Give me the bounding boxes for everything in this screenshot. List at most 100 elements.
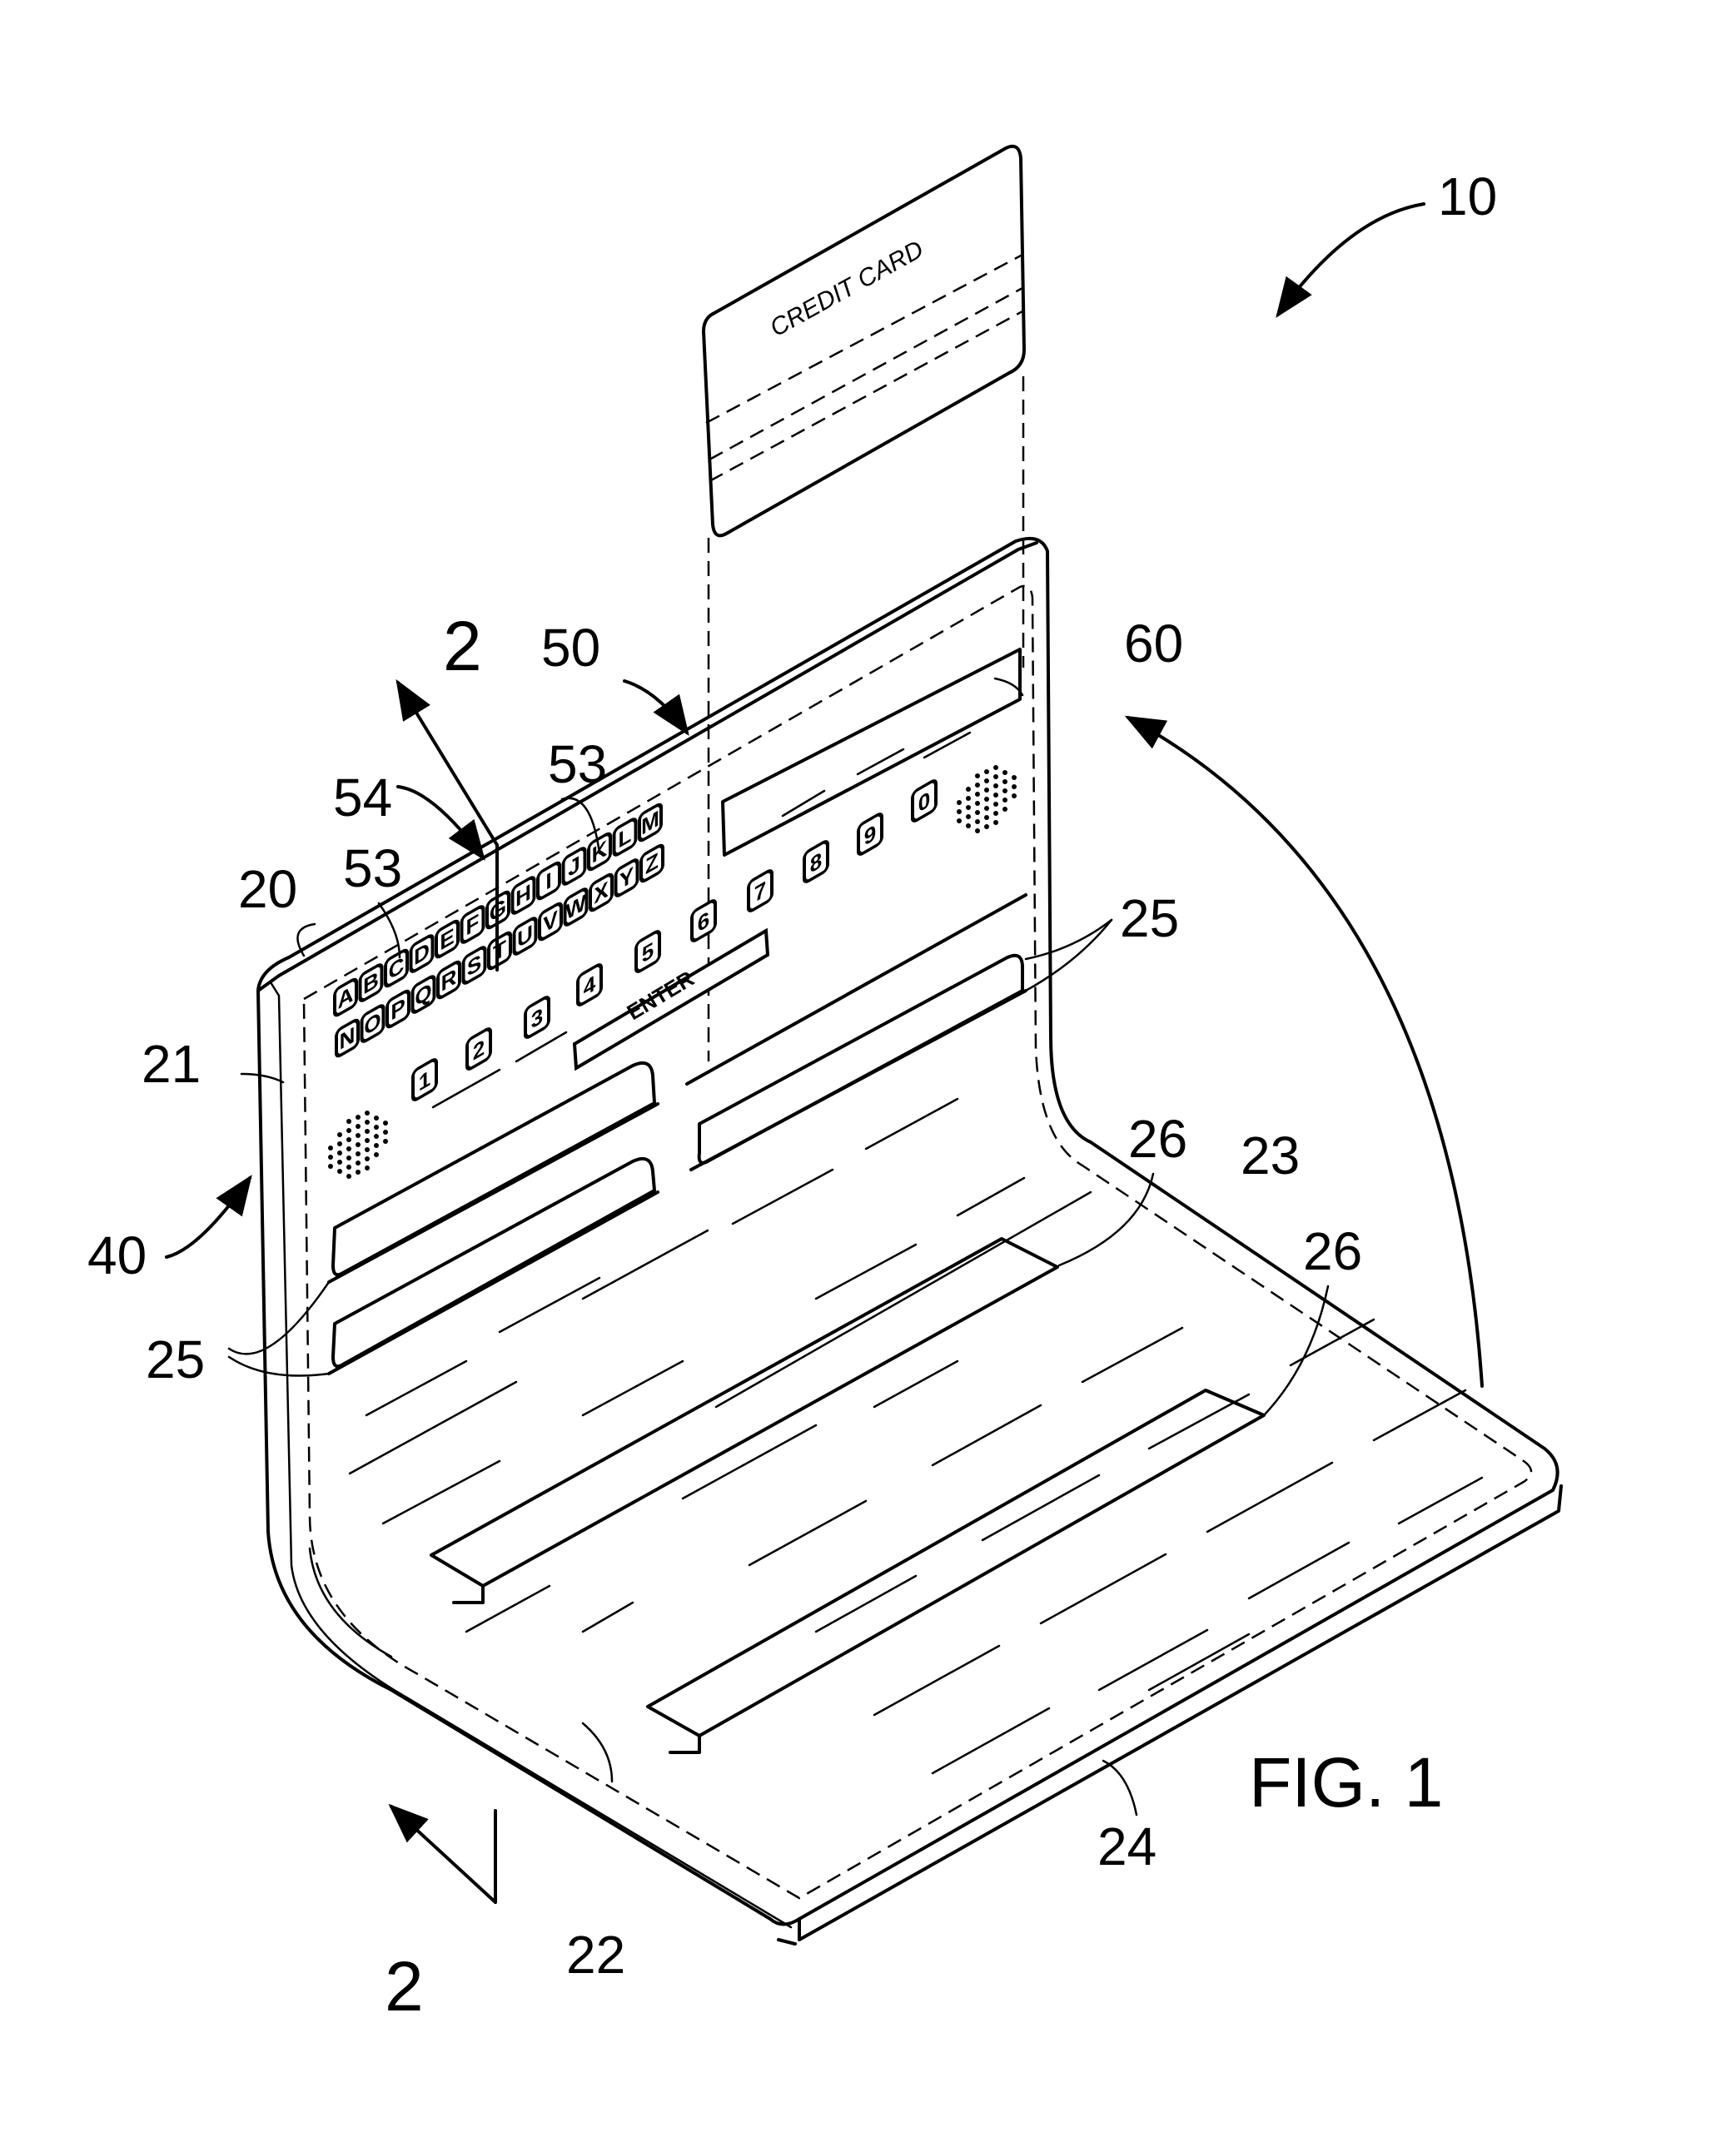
key-label-l: L	[619, 822, 632, 853]
shading-stroke-19	[981, 1474, 1101, 1542]
key-digit-5[interactable]: 5	[634, 930, 661, 973]
key-digit-label-6: 6	[698, 907, 709, 937]
ref-2-bottom: 2	[385, 1947, 424, 2025]
shading-stroke-12	[681, 1424, 818, 1500]
key-label-s: S	[467, 949, 481, 982]
wallet-body	[256, 537, 1563, 1946]
shading-stroke-18	[814, 1574, 918, 1633]
key-label-e: E	[440, 923, 454, 956]
key-label-m: M	[641, 806, 659, 840]
speaker-grilles	[328, 765, 1017, 1179]
ref-53-a: 53	[548, 734, 607, 794]
figure-title: FIG. 1	[1249, 1743, 1443, 1821]
leader-lines	[165, 202, 1484, 1904]
key-digit-6[interactable]: 6	[690, 899, 717, 942]
shading-stroke-6	[381, 1459, 501, 1525]
shading-stroke-25	[1372, 1389, 1467, 1442]
key-label-n: N	[340, 1021, 356, 1055]
key-n[interactable]: N	[335, 1018, 360, 1058]
card-slots-26	[430, 1237, 1266, 1754]
key-digit-label-4: 4	[584, 970, 596, 1001]
key-label-v: V	[543, 906, 558, 938]
shading-stroke-11	[956, 1176, 1026, 1217]
key-label-f: F	[466, 909, 480, 941]
key-digit-4[interactable]: 4	[576, 963, 603, 1006]
key-digit-label-1: 1	[419, 1066, 430, 1096]
reference-labels: 10 2 50 60 53 54 53 20 21 25 26 23 26 40…	[87, 166, 1497, 2025]
key-x[interactable]: X	[589, 872, 614, 912]
shading-stroke-31	[1147, 1633, 1251, 1692]
shading-stroke-1	[515, 1031, 568, 1063]
key-b[interactable]: B	[358, 963, 384, 1002]
key-digit-7[interactable]: 7	[747, 869, 773, 912]
key-digit-2[interactable]: 2	[465, 1027, 492, 1071]
key-d[interactable]: D	[409, 934, 435, 973]
key-s[interactable]: S	[461, 946, 487, 985]
key-c[interactable]: C	[384, 948, 409, 988]
shading-stroke-3	[498, 1276, 601, 1334]
key-f[interactable]: F	[460, 905, 485, 944]
shading-stroke-13	[873, 1359, 959, 1409]
key-z[interactable]: Z	[639, 843, 664, 883]
key-u[interactable]: U	[512, 917, 538, 956]
key-digit-label-5: 5	[642, 937, 654, 968]
key-label-q: Q	[415, 978, 431, 1011]
shading-stroke-24	[1206, 1461, 1334, 1533]
key-digit-label-8: 8	[810, 847, 822, 878]
key-y[interactable]: Y	[614, 858, 639, 897]
key-label-z: Z	[645, 847, 659, 879]
ref-26-b: 26	[1303, 1221, 1362, 1281]
ref-26-a: 26	[1128, 1109, 1187, 1169]
shading-stroke-28	[1247, 1541, 1350, 1600]
ref-20: 20	[238, 859, 297, 919]
key-digit-label-7: 7	[754, 877, 766, 907]
key-label-c: C	[389, 952, 405, 985]
ref-21: 21	[142, 1034, 201, 1094]
key-a[interactable]: A	[333, 977, 358, 1017]
key-digit-9[interactable]: 9	[857, 813, 883, 856]
key-q[interactable]: Q	[410, 975, 436, 1014]
shading-stroke-30	[465, 1584, 551, 1633]
key-label-i: I	[545, 867, 551, 895]
key-label-r: R	[441, 963, 457, 996]
key-v[interactable]: V	[538, 902, 563, 942]
shading-stroke-9	[581, 1359, 684, 1417]
key-l[interactable]: L	[612, 818, 638, 857]
key-i[interactable]: I	[536, 861, 561, 901]
surface-shading	[348, 1031, 1484, 1775]
key-j[interactable]: J	[561, 847, 587, 886]
key-digit-1[interactable]: 1	[411, 1058, 438, 1101]
credit-card: CREDIT CARD	[702, 144, 1026, 538]
key-digit-3[interactable]: 3	[524, 996, 550, 1039]
ref-40: 40	[87, 1225, 147, 1285]
shading-stroke-4	[348, 1380, 518, 1475]
key-p[interactable]: P	[386, 989, 410, 1029]
ref-25-left: 25	[146, 1329, 205, 1389]
key-t[interactable]: T	[487, 931, 512, 971]
key-label-a: A	[338, 981, 354, 1014]
key-label-h: H	[515, 879, 531, 912]
shading-stroke-0	[431, 1068, 501, 1109]
key-h[interactable]: H	[510, 876, 536, 915]
enter-key[interactable]: ENTER	[572, 927, 770, 1071]
key-digit-8[interactable]: 8	[803, 840, 829, 883]
shading-stroke-27	[1097, 1628, 1209, 1692]
display-window	[721, 648, 1022, 857]
key-r[interactable]: R	[436, 960, 461, 1000]
key-digit-label-0: 0	[918, 787, 930, 818]
key-digit-0[interactable]: 0	[911, 779, 938, 823]
key-w[interactable]: W	[563, 887, 589, 927]
key-label-y: Y	[619, 862, 634, 894]
key-e[interactable]: E	[435, 919, 460, 959]
shading-stroke-17	[581, 1601, 634, 1633]
key-m[interactable]: M	[638, 803, 663, 842]
speaker-grille-left	[328, 1111, 388, 1179]
ref-22: 22	[566, 1925, 625, 1985]
key-label-b: B	[363, 967, 379, 1000]
shading-stroke-16	[1081, 1326, 1184, 1384]
card-slots-25	[327, 893, 1027, 1375]
key-o[interactable]: O	[360, 1004, 386, 1043]
